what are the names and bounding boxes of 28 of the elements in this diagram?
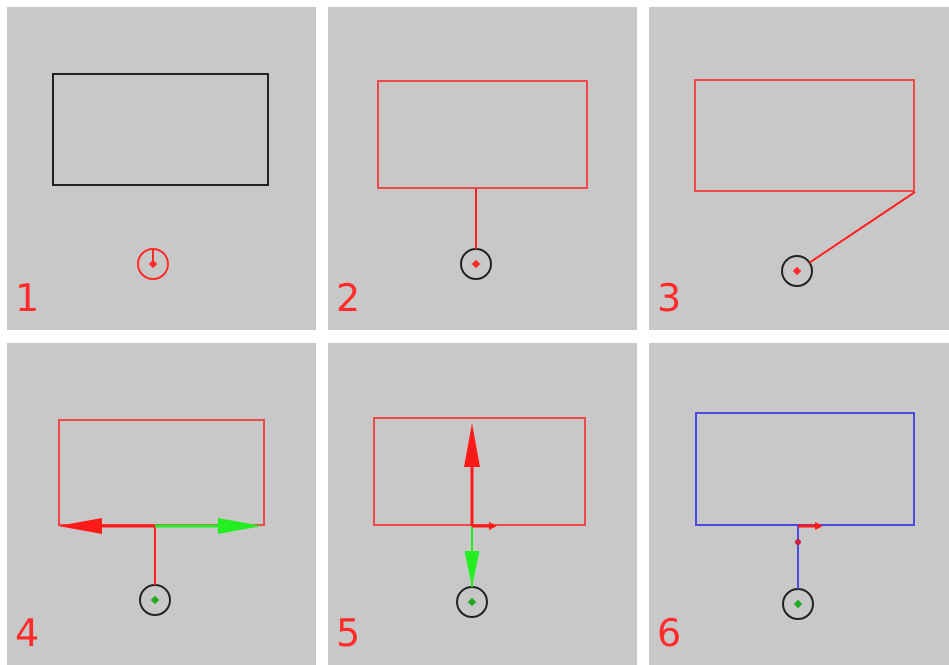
connector-line	[464, 526, 480, 587]
step-number: 1	[15, 278, 40, 318]
pivot-circle	[782, 588, 814, 620]
connector-line	[797, 526, 799, 589]
pivot-circle	[137, 248, 169, 280]
step-number: 5	[336, 613, 360, 653]
panel	[328, 7, 637, 330]
pivot-circle	[781, 255, 813, 287]
panel	[649, 7, 949, 330]
rectangle-outline	[52, 73, 269, 186]
step-number: 4	[15, 613, 40, 653]
panel	[328, 343, 637, 665]
step-number: 2	[336, 278, 360, 318]
connector-line	[475, 189, 477, 249]
pivot-circle	[456, 586, 488, 618]
panel	[7, 7, 316, 330]
pivot-circle	[460, 248, 492, 280]
connector-line	[154, 526, 156, 585]
panel	[649, 343, 949, 665]
panel	[7, 343, 316, 665]
rectangle-outline	[695, 412, 915, 526]
rectangle-outline	[694, 79, 915, 192]
rectangle-outline	[373, 417, 586, 526]
step-number: 6	[657, 613, 682, 653]
rectangle-outline	[377, 80, 588, 189]
connector-line	[808, 191, 916, 264]
pivot-circle	[139, 584, 171, 616]
step-number: 3	[657, 278, 682, 318]
